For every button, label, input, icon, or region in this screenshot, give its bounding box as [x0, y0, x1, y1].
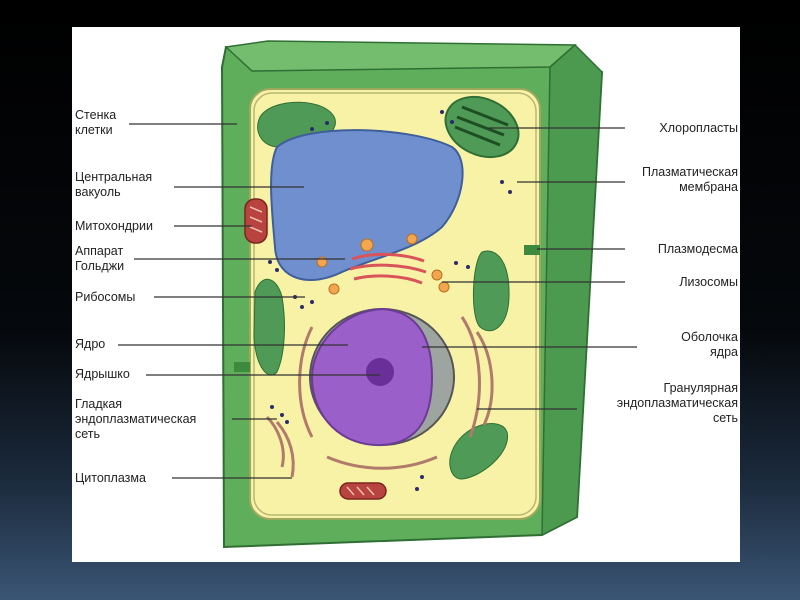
plasma-membrane [253, 92, 537, 516]
golgi-apparatus [349, 252, 427, 285]
diagram-panel [72, 27, 740, 562]
label-golgi: Аппарат Гольджи [75, 244, 125, 273]
label-nucleolus: Ядрышко [75, 367, 130, 381]
cell-wall-top [224, 40, 577, 72]
label-smooth-er: Гладкая эндоплазматическая сеть [75, 397, 197, 441]
chloroplast-right-low [449, 423, 508, 480]
label-central-vacuole: Центральная вакуоль [75, 170, 153, 199]
plasmodesma-left [234, 362, 250, 372]
plant-cell-diagram [220, 40, 604, 549]
label-cytoplasm: Цитоплазма [75, 471, 146, 485]
smooth-er [265, 415, 295, 478]
chloroplast-right-mid [473, 250, 510, 332]
label-plasma-membrane: Плазматическая мембрана [642, 165, 738, 194]
label-nuclear-envelope: Оболочка ядра [681, 330, 738, 359]
label-mitochondria: Митохондрии [75, 219, 153, 233]
mitochondrion-bottom [339, 482, 387, 500]
nucleus [309, 307, 455, 447]
label-ribosomes: Рибосомы [75, 290, 136, 304]
label-nucleus: Ядро [75, 337, 106, 351]
label-chloroplasts: Хлоропласты [659, 121, 738, 135]
cell-wall-side [541, 43, 603, 537]
label-plasmodesma: Плазмодесма [657, 242, 738, 256]
label-rough-er: Гранулярная эндоплазматическая сеть [616, 381, 738, 425]
nucleolus [366, 358, 394, 386]
chloroplast-detailed [444, 95, 520, 159]
lysosomes [316, 233, 450, 295]
ribosomes [268, 110, 512, 491]
mitochondrion-left [244, 198, 268, 244]
label-cell-wall: Стенка клетки [75, 108, 117, 137]
label-lysosomes: Лизосомы [679, 275, 738, 289]
plasmodesma-right [524, 245, 540, 255]
chloroplast-left-mid [253, 279, 285, 376]
rough-er [298, 316, 494, 470]
